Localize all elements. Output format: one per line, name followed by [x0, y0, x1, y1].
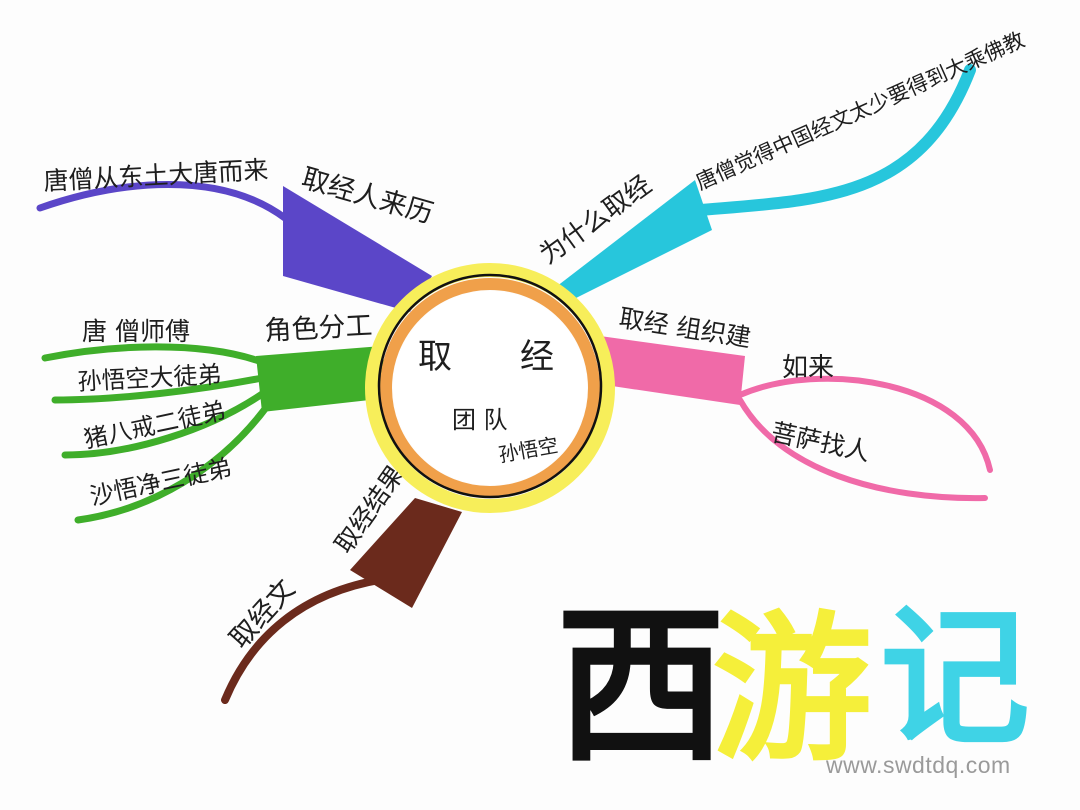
branch-results-wedge — [350, 498, 462, 608]
central-node: 取 经 团 队 孙悟空 — [365, 263, 615, 513]
big-title: 西 游 记 — [556, 588, 1030, 786]
branch-organizer-leaf-bottom: 菩萨找人 — [769, 418, 873, 467]
branch-why-journey-wedge — [552, 180, 712, 300]
central-title-left: 取 — [418, 337, 452, 377]
branch-roles-label: 角色分工 — [264, 310, 373, 347]
branch-why-journey-line — [694, 64, 976, 216]
branch-roles-line-3 — [61, 388, 269, 459]
watermark-text: www.swdtdq.com — [826, 752, 1011, 778]
big-title-char-1: 西 — [556, 588, 726, 786]
branch-results-line — [221, 574, 396, 704]
central-title-right: 经 — [520, 337, 554, 377]
branch-why-journey: 为什么取经 唐僧觉得中国经文太少要得到大乘佛教 — [534, 27, 1028, 300]
central-subtitle-line1: 团 队 — [452, 406, 508, 434]
branch-results: 取经结果 取经文 — [221, 460, 462, 704]
branch-organizer-line-top — [737, 375, 993, 473]
branch-organizer: 取经 组织建 如来 菩萨找人 — [600, 303, 993, 502]
branch-team-history-line — [36, 181, 289, 222]
branch-roles: 角色分工 唐 僧师傅 孙悟空大徒弟 猪八戒二徒弟 沙悟净三徒弟 — [41, 310, 388, 524]
branch-why-journey-leaf: 唐僧觉得中国经文太少要得到大乘佛教 — [692, 27, 1028, 194]
branch-organizer-leaf-top: 如来 — [782, 353, 834, 383]
central-node-fill — [393, 291, 587, 485]
central-node-outline — [377, 273, 603, 499]
branch-roles-wedge — [256, 346, 388, 412]
big-title-char-3: 记 — [880, 592, 1030, 766]
branch-roles-leaf-4: 沙悟净三徒弟 — [87, 454, 234, 511]
branch-team-history-wedge — [283, 186, 432, 312]
branch-roles-leaf-1: 唐 僧师傅 — [82, 317, 190, 346]
branch-team-history: 取经人来历 唐僧从东土大唐而来 — [36, 155, 436, 312]
big-title-char-2: 游 — [712, 596, 872, 783]
branch-roles-line-4 — [74, 401, 272, 524]
central-node-yellow-ring — [365, 263, 615, 513]
branch-roles-line-2 — [51, 374, 266, 404]
branch-organizer-wedge — [600, 336, 745, 405]
branch-organizer-line-bottom — [737, 397, 988, 502]
branch-roles-line-1 — [41, 343, 266, 366]
central-node-orange-ring — [380, 278, 600, 498]
